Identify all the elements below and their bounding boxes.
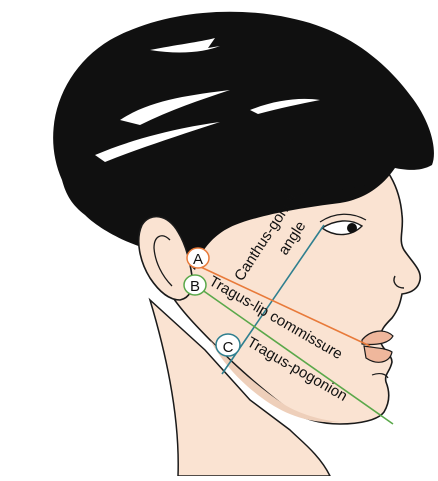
iris [347,223,357,233]
marker-b: B [184,275,206,295]
marker-a: A [187,248,209,268]
marker-a-label: A [193,251,203,268]
marker-c: C [216,334,240,356]
lower-lip [364,346,392,362]
marker-c-label: C [223,339,234,356]
marker-b-label: B [190,278,200,295]
